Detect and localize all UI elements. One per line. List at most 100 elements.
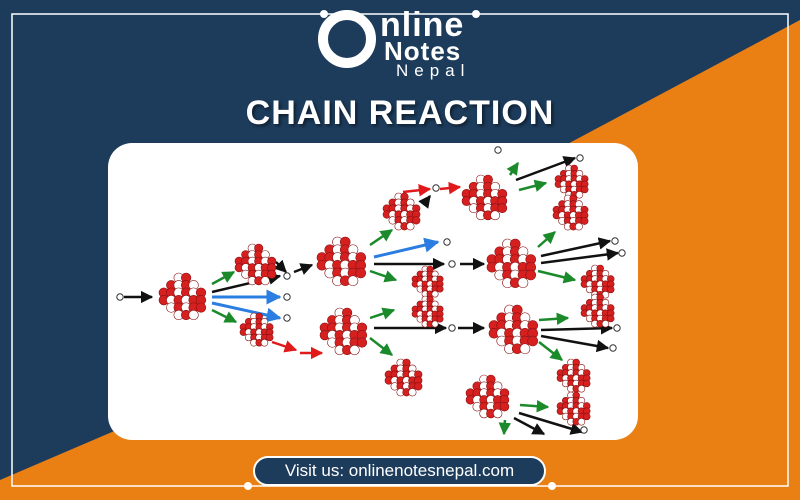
nucleus <box>552 194 589 231</box>
arrow <box>540 334 610 353</box>
neutron-layer <box>116 146 626 434</box>
arrow <box>518 179 548 192</box>
proton <box>527 335 539 347</box>
neutron-in-nucleus <box>347 275 359 287</box>
neutron-in-nucleus <box>517 277 529 289</box>
neutron <box>283 293 291 301</box>
proton <box>412 216 421 225</box>
neutron <box>443 238 451 246</box>
arrow <box>418 195 431 209</box>
brand-logo: nline Notes Nepal <box>318 4 488 86</box>
proton <box>607 285 615 294</box>
arrow <box>369 337 393 356</box>
neutron <box>494 146 502 154</box>
neutron <box>609 344 617 352</box>
nucleus <box>411 265 444 298</box>
arrow <box>402 184 432 197</box>
neutron-in-nucleus <box>406 222 415 231</box>
proton <box>581 185 589 194</box>
frame-dot <box>244 482 252 490</box>
nucleus <box>316 236 367 287</box>
proton <box>266 333 274 342</box>
proton <box>607 314 615 323</box>
proton <box>583 412 591 421</box>
neutron <box>283 272 291 280</box>
nucleus <box>556 358 591 393</box>
nucleus-layer <box>158 164 615 426</box>
neutron <box>580 426 588 434</box>
neutron-in-nucleus <box>349 344 360 356</box>
neutron <box>611 237 619 245</box>
arrow <box>540 248 620 265</box>
neutron-in-nucleus <box>575 222 583 231</box>
logo-text-top: nline <box>380 6 465 44</box>
arrow <box>211 270 236 286</box>
proton <box>525 269 537 281</box>
logo-text-middle: Notes <box>384 36 462 66</box>
arrow <box>538 312 570 326</box>
arrow <box>273 259 287 273</box>
arrow <box>518 411 584 435</box>
arrow <box>271 340 298 353</box>
neutron <box>116 293 124 301</box>
logo-o-icon <box>318 10 376 68</box>
arrow <box>540 322 614 335</box>
arrow <box>211 301 282 323</box>
neutron <box>613 324 621 332</box>
neutron-in-nucleus <box>188 309 199 321</box>
neutron-in-nucleus <box>260 276 270 286</box>
nucleus <box>319 307 368 356</box>
nucleus <box>486 238 537 289</box>
nucleus <box>382 192 421 231</box>
arrow <box>537 269 577 284</box>
arrow <box>211 308 238 324</box>
page-title: CHAIN REACTION <box>245 94 555 132</box>
proton <box>356 337 368 348</box>
proton <box>414 382 423 391</box>
neutron-in-nucleus <box>431 290 439 298</box>
arrow <box>519 399 550 413</box>
nucleus <box>461 174 508 221</box>
nucleus <box>384 358 423 397</box>
neutron-in-nucleus <box>431 320 439 328</box>
proton <box>195 302 207 313</box>
visit-us-badge[interactable]: Visit us: onlinenotesnepal.com <box>253 456 546 486</box>
proton <box>267 269 277 279</box>
arrow-layer <box>124 156 620 436</box>
frame-border <box>11 13 789 487</box>
neutron-in-nucleus <box>490 210 501 221</box>
neutron-in-nucleus <box>408 388 417 397</box>
nucleus <box>580 293 615 328</box>
arrow <box>373 237 440 259</box>
arrow <box>369 269 398 283</box>
neutron <box>283 314 291 322</box>
neutron <box>432 184 440 192</box>
proton <box>436 315 444 323</box>
proton <box>499 401 510 412</box>
proton <box>583 379 591 388</box>
arrow <box>498 419 512 436</box>
nucleus <box>234 243 277 286</box>
arrow <box>513 416 546 436</box>
nucleus <box>411 295 444 328</box>
nucleus <box>488 304 539 355</box>
nucleus <box>465 374 510 419</box>
neutron <box>448 260 456 268</box>
logo-text-bottom: Nepal <box>396 61 471 80</box>
proton <box>497 203 508 214</box>
diagram-card <box>108 143 638 440</box>
arrow <box>506 161 520 176</box>
neutron <box>448 324 456 332</box>
nucleus <box>556 391 591 426</box>
nucleus <box>158 272 207 321</box>
nucleus <box>239 312 274 347</box>
arrow <box>439 181 462 195</box>
nucleus <box>580 264 615 299</box>
proton <box>580 217 589 225</box>
neutron-in-nucleus <box>260 339 269 347</box>
arrow <box>293 263 314 275</box>
neutron-in-nucleus <box>577 418 586 426</box>
proton <box>355 267 367 279</box>
frame-dot <box>472 10 480 18</box>
neutron-in-nucleus <box>575 191 584 199</box>
